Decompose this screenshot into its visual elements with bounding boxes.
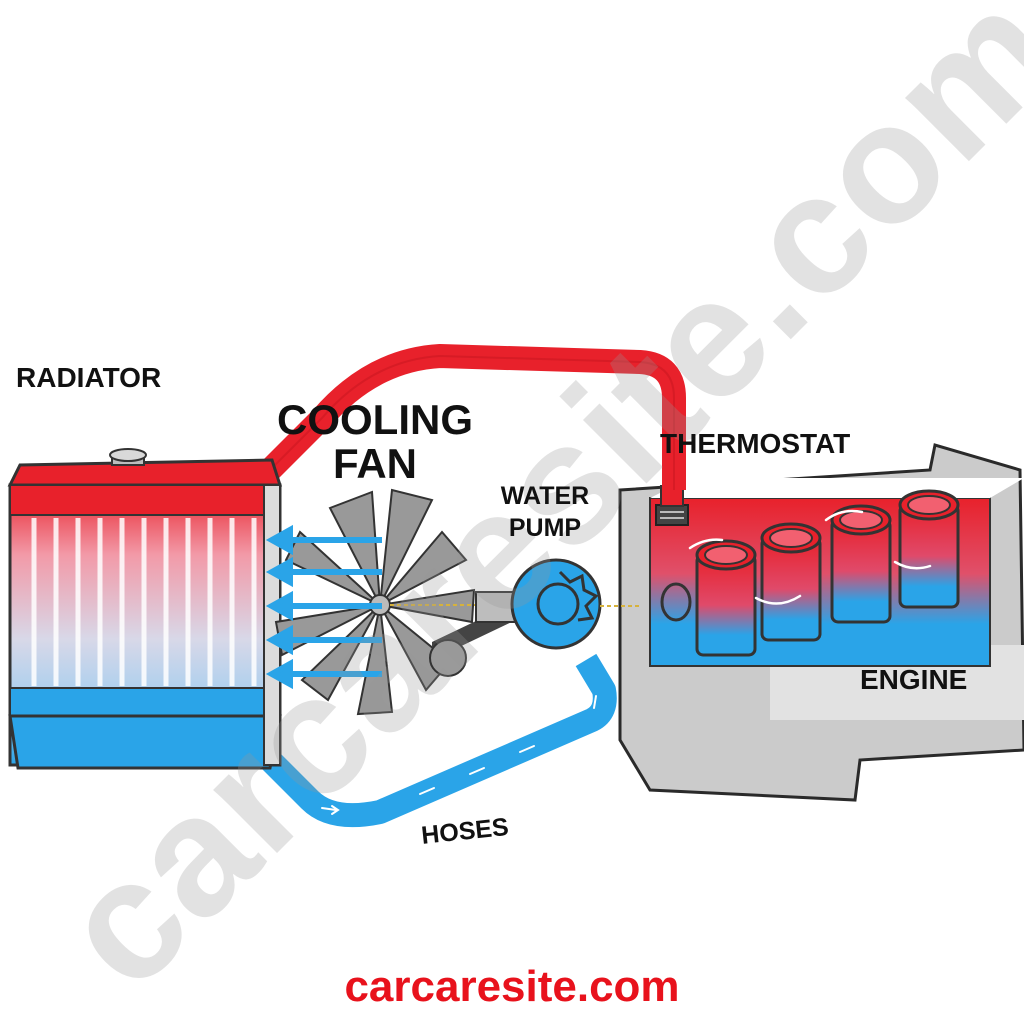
cooling-fan: [274, 488, 476, 716]
engine-label: ENGINE: [860, 664, 968, 695]
engine-cylinders: [688, 489, 960, 657]
site-url-text: carcaresite.com: [344, 962, 680, 1011]
cylinder-1: [695, 539, 757, 657]
radiator-label: RADIATOR: [16, 362, 162, 393]
thermostat-label: THERMOSTAT: [660, 428, 851, 459]
lower-hose: [253, 653, 617, 828]
cooling-fan-label: COOLING FAN: [262, 398, 488, 486]
cylinder-3: [830, 504, 892, 624]
upper-hose: [261, 344, 686, 490]
cooling-fan-label-line1: COOLING: [277, 396, 473, 443]
cylinder-2: [760, 522, 822, 642]
water-pump-label-line1: WATER: [500, 482, 590, 510]
radiator-core: [7, 458, 283, 770]
thermostat-valve: [655, 485, 689, 526]
water-pump: [390, 558, 640, 677]
water-pump-label: WATER PUMP: [490, 480, 600, 544]
cylinder-4: [898, 489, 960, 609]
cooling-fan-label-line2: FAN: [333, 440, 417, 487]
radiator-cap: [109, 448, 147, 466]
water-pump-label-line2: PUMP: [508, 514, 582, 542]
airflow-arrows: [265, 524, 382, 690]
